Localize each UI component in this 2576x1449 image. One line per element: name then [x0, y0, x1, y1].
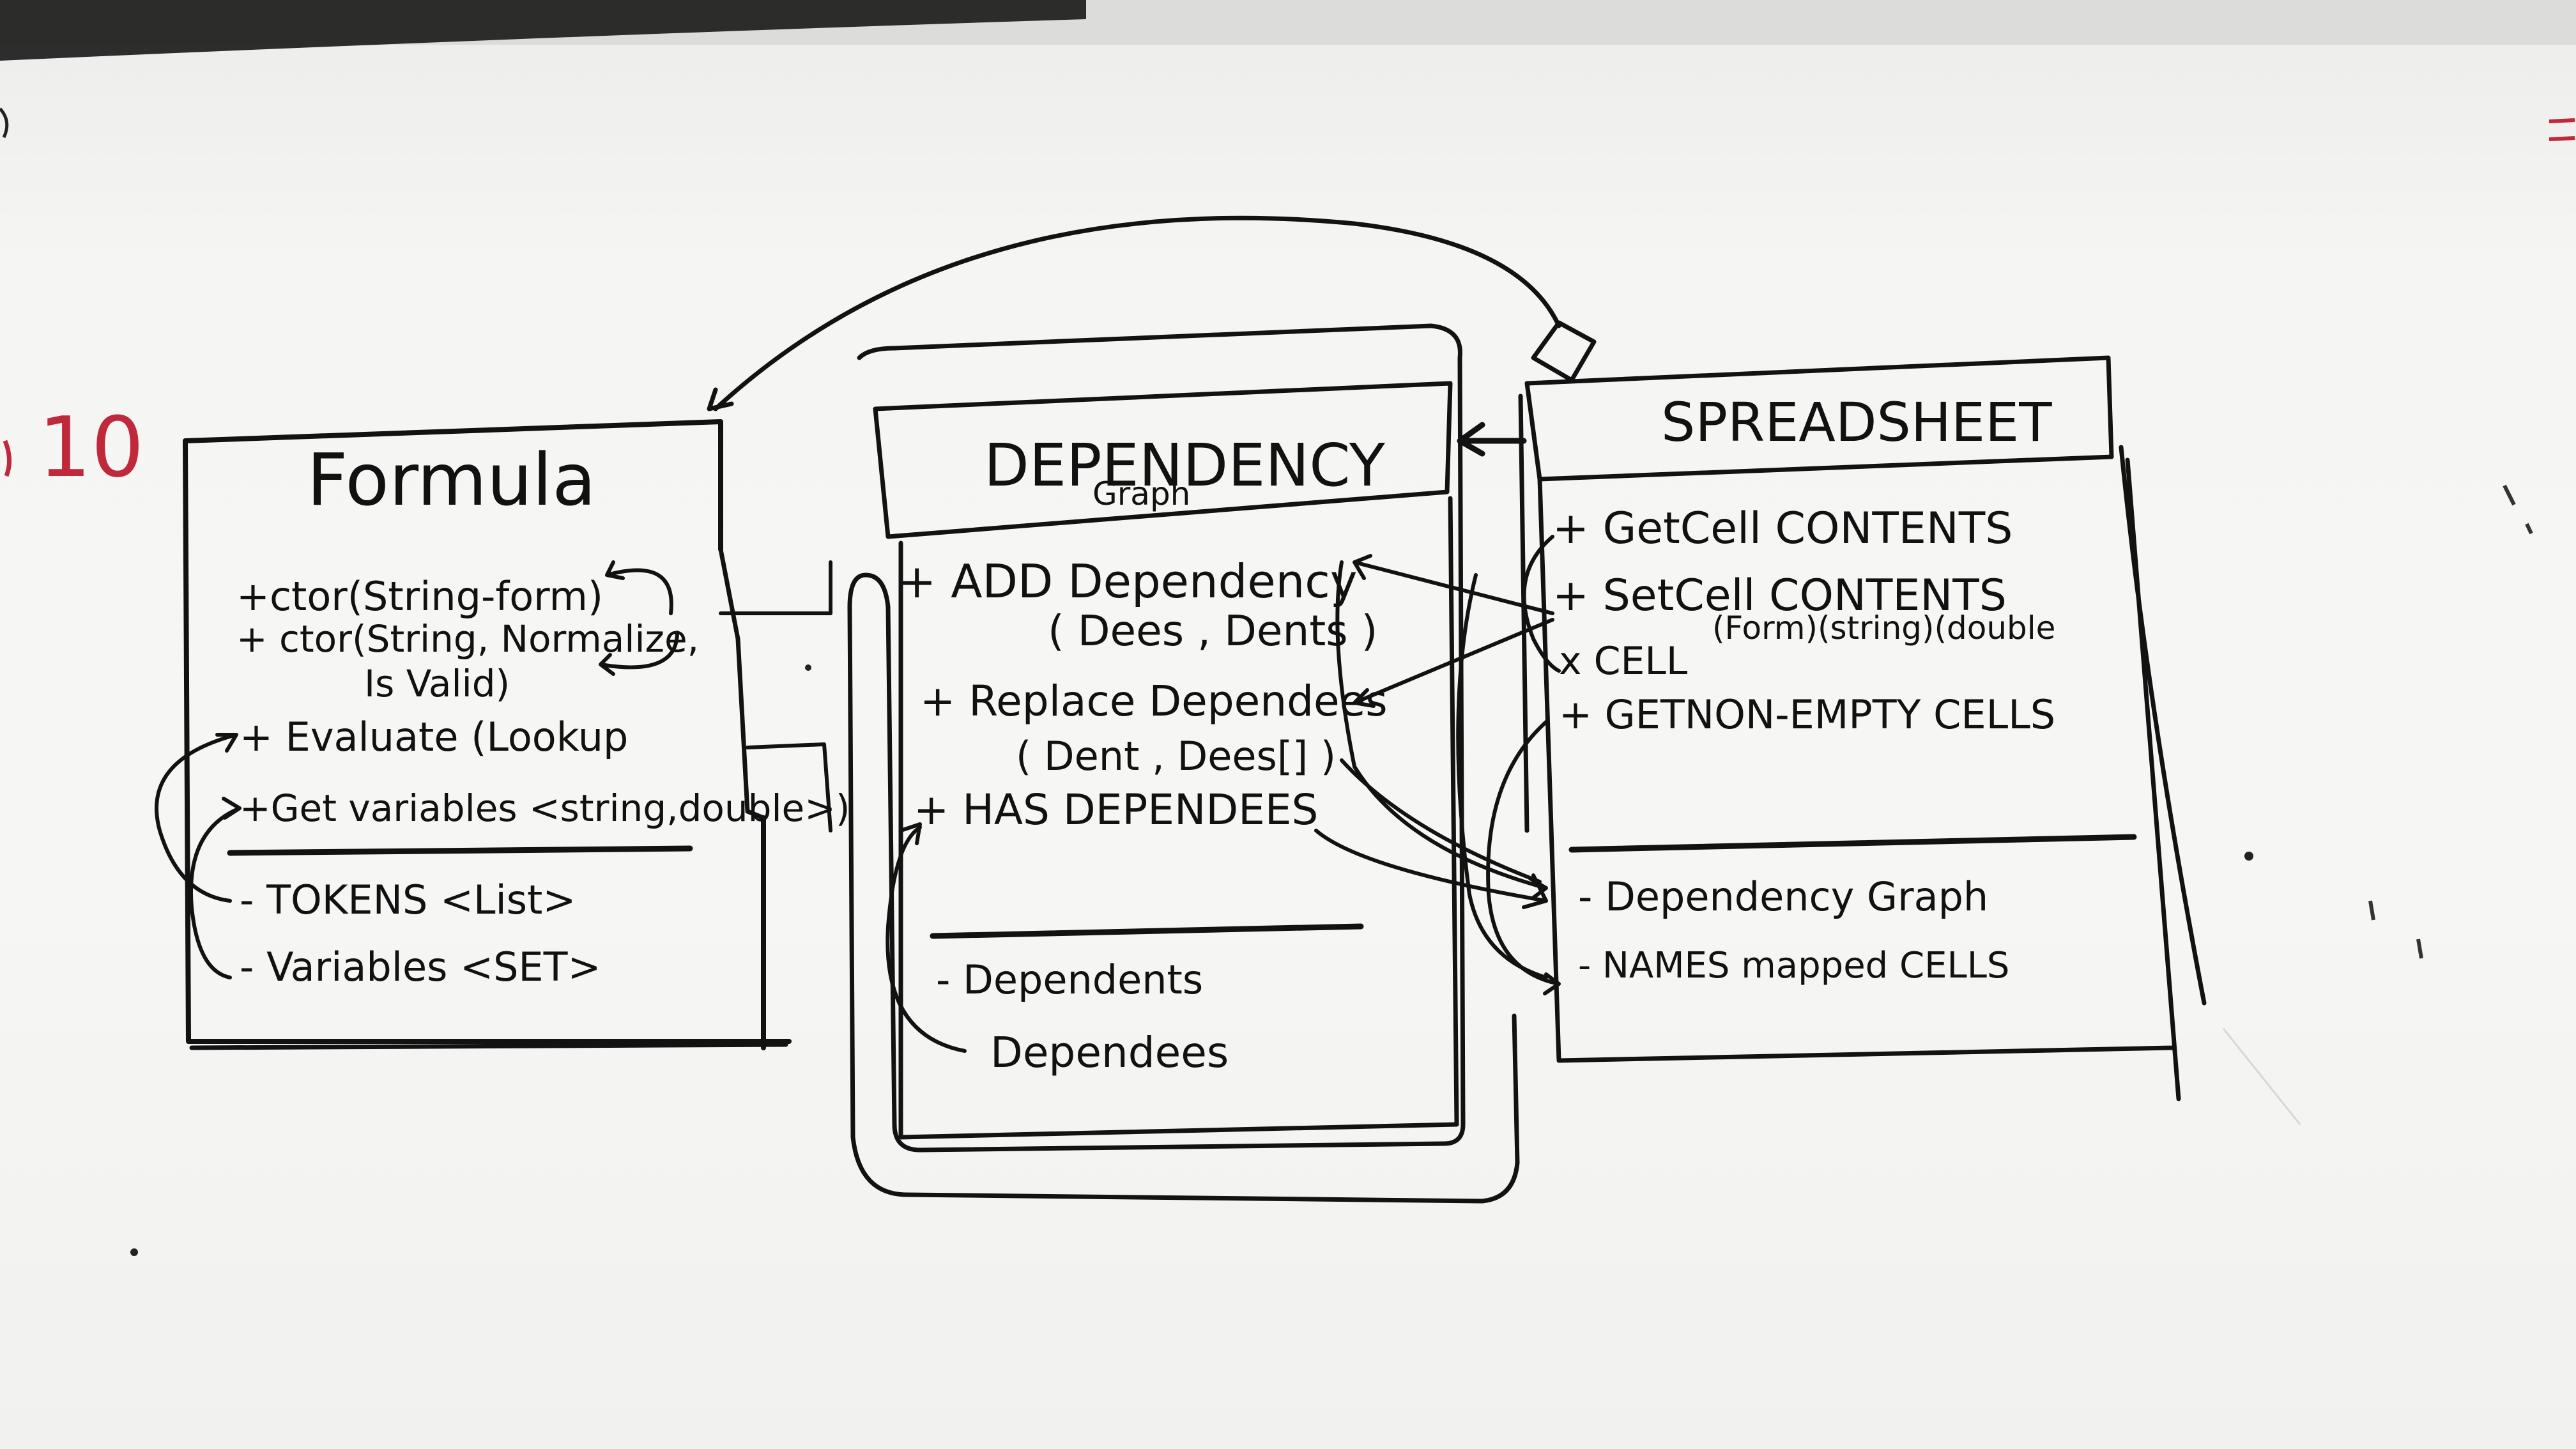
dependency-outer-loop	[847, 323, 1520, 1204]
formula-loop-arrow-2	[599, 631, 679, 676]
spreadsheet-body-box	[1537, 445, 2207, 1101]
board-dot-1	[2244, 852, 2253, 861]
board-smudges	[2368, 484, 2533, 959]
formula-variables-arrow	[189, 797, 241, 979]
dependency-method-replace: + Replace Dependees	[920, 677, 1388, 726]
cell-to-names-arrow	[1456, 573, 1548, 979]
spreadsheet-class-box: SPREADSHEET + GetCell CONTENTS + SetCell…	[1518, 355, 2207, 1101]
dependency-method-add: + ADD Dependency	[898, 555, 1357, 608]
red-edge-mark	[2549, 118, 2575, 141]
board-dot-3	[130, 1248, 138, 1256]
spreadsheet-section-divider	[1568, 834, 2137, 853]
board-dot-2	[805, 664, 811, 671]
spreadsheet-left-edge	[1518, 394, 1529, 833]
formula-box-outline	[183, 419, 792, 1050]
formula-loop-arrow-1	[605, 560, 673, 615]
getcell-loop-arrow	[1522, 535, 1561, 673]
formula-method-ctor-1: +ctor(String-form)	[236, 573, 603, 620]
replace-to-depgraph-arrow	[1340, 758, 1542, 884]
formula-box-right-edge	[718, 547, 766, 820]
formula-method-ctor-2: + ctor(String, Normalize,	[236, 617, 699, 661]
spreadsheet-title-box	[1524, 355, 2114, 482]
hasdependees-to-depgraph-arrow	[1314, 829, 1548, 903]
dependency-body-box	[898, 496, 1459, 1140]
dependees-arrow	[885, 822, 967, 1053]
formula-method-evaluate: + Evaluate (Lookup	[240, 714, 628, 760]
spreadsheet-field-names: - NAMES mapped CELLS	[1578, 945, 2009, 986]
formula-title: Formula	[307, 439, 596, 522]
aggregation-diamond-icon	[1531, 320, 1597, 383]
formula-section-divider	[227, 845, 693, 856]
setcell-to-replace-arrow	[1353, 618, 1554, 708]
spreadsheet-to-formula-arrow	[707, 215, 1561, 411]
formula-class-box: Formula +ctor(String-form) + ctor(String…	[155, 419, 850, 1050]
dependency-method-replace-params: ( Dent , Dees[] )	[1016, 733, 1336, 779]
formula-dependency-link-2	[746, 742, 832, 832]
formula-tokens-arrow	[155, 733, 238, 903]
dependency-title-box	[873, 381, 1453, 539]
formula-dependency-link-1	[719, 560, 832, 615]
formula-field-variables: - Variables <SET>	[240, 944, 601, 990]
spreadsheet-method-setcell: + SetCell CONTENTS	[1552, 571, 2007, 621]
spreadsheet-field-depgraph: - Dependency Graph	[1578, 873, 1988, 920]
dependency-method-add-params: ( Dees , Dents )	[1048, 606, 1377, 656]
spreadsheet-to-dependency-arrow	[1457, 422, 1527, 457]
board-frame-shadow	[0, 0, 1086, 61]
spreadsheet-method-setcell-params: (Form)(string)(double	[1712, 610, 2055, 647]
spreadsheet-title: SPREADSHEET	[1661, 391, 2052, 454]
dependency-method-hasdependees: + HAS DEPENDEES	[914, 785, 1318, 834]
spreadsheet-method-getnonempty: + GETNON-EMPTY CELLS	[1559, 691, 2055, 738]
dependency-title: DEPENDENCY	[984, 431, 1386, 500]
spreadsheet-field-cell: x CELL	[1559, 639, 1688, 684]
dependency-graph-class-box: DEPENDENCY Graph + ADD Dependency ( Dees…	[847, 323, 1520, 1204]
edge-scribble	[0, 107, 9, 139]
formula-method-getvariables: +Get variables <string,double>)	[240, 786, 850, 830]
dependency-section-divider	[930, 923, 1364, 939]
formula-field-tokens: - TOKENS <List>	[240, 877, 576, 923]
red-mark-stroke	[3, 440, 12, 477]
dependency-field-dependents: - Dependents	[936, 956, 1203, 1003]
setcell-to-add-arrow	[1353, 554, 1554, 615]
dependency-field-dependees: Dependees	[990, 1028, 1229, 1077]
formula-method-ctor-3: Is Valid)	[364, 662, 510, 705]
edge-number-label: 10	[38, 399, 144, 496]
depgraph-arrowhead	[1522, 873, 1548, 909]
spreadsheet-method-getcell: + GetCell CONTENTS	[1552, 503, 2012, 554]
dependency-subtitle: Graph	[1092, 475, 1190, 512]
board-scratch	[2222, 1028, 2301, 1125]
formula-box-bottom	[189, 1042, 788, 1050]
